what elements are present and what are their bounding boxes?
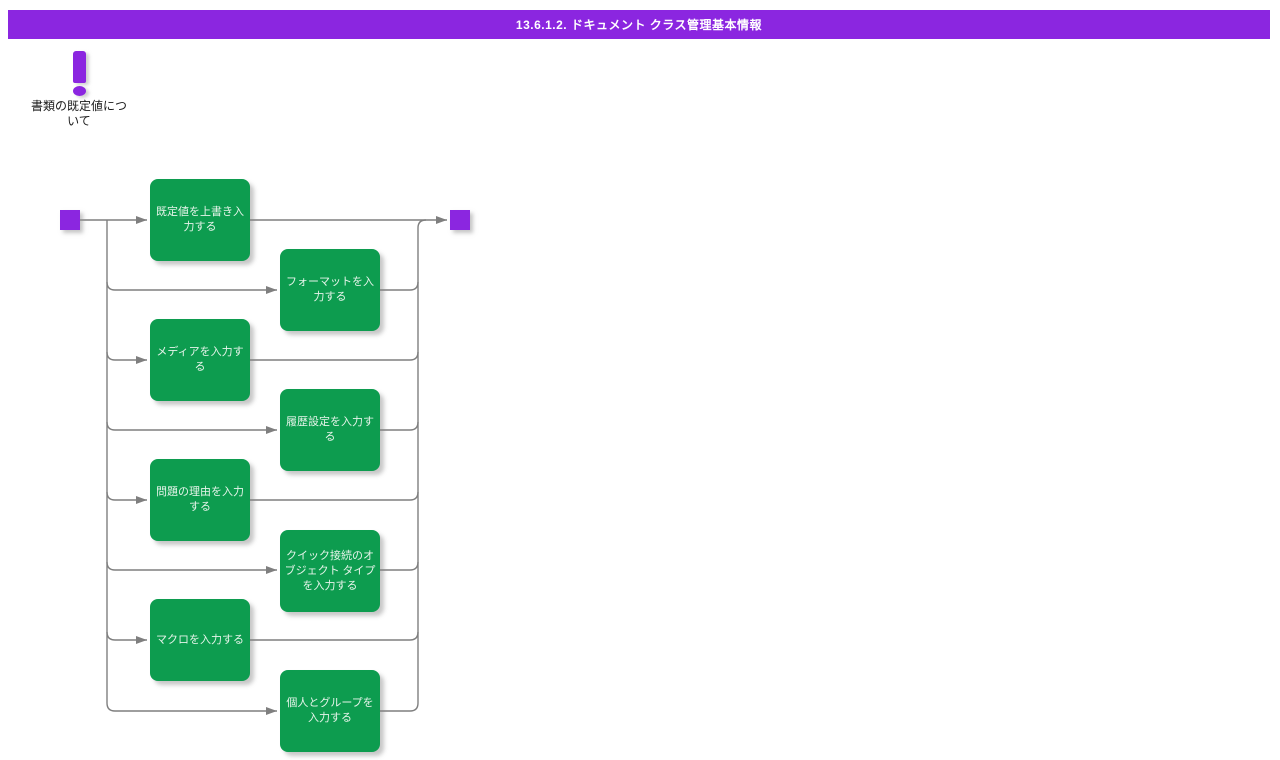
return-n3	[250, 351, 419, 361]
exclamation-icon	[66, 51, 92, 99]
return-n6	[380, 561, 419, 571]
exclamation-dot	[72, 86, 86, 96]
task-node-label: 既定値を上書き入力する	[156, 206, 244, 233]
diagram-title-bar: 13.6.1.2. ドキュメント クラス管理基本情報	[8, 10, 1270, 39]
branch-n3	[106, 351, 147, 364]
note-label: 書類の既定値について	[30, 99, 127, 128]
trunk-right	[417, 219, 427, 703]
task-node-label: マクロを入力する	[156, 633, 244, 646]
branch-n6	[106, 561, 277, 574]
return-n7	[250, 631, 419, 641]
branch-n7	[106, 631, 147, 644]
end-node	[450, 210, 470, 230]
return-n2	[380, 281, 419, 291]
task-node-label: 個人とグループを入力する	[286, 697, 374, 724]
return-n5	[250, 491, 419, 501]
task-node-label: 履歴設定を入力する	[286, 416, 374, 443]
task-node-label: メディアを入力する	[156, 346, 244, 373]
exclamation-bar	[72, 51, 86, 83]
task-node-label: フォーマットを入力する	[286, 276, 374, 303]
task-node-macro[interactable]: マクロを入力する	[150, 599, 250, 681]
task-node-quick-connect-object-type[interactable]: クイック接続のオブジェクト タイプを入力する	[280, 530, 380, 612]
start-node	[60, 210, 80, 230]
connector-paths	[80, 216, 447, 715]
task-node-format[interactable]: フォーマットを入力する	[280, 249, 380, 331]
task-node-label: クイック接続のオブジェクト タイプを入力する	[284, 549, 376, 592]
trunk-left	[106, 220, 277, 715]
branch-n4	[106, 421, 277, 434]
branch-n5	[106, 491, 147, 504]
return-n8	[380, 702, 419, 712]
task-node-history-settings[interactable]: 履歴設定を入力する	[280, 389, 380, 471]
branch-n2	[106, 281, 277, 294]
task-node-label: 問題の理由を入力する	[156, 486, 244, 513]
task-node-media[interactable]: メディアを入力する	[150, 319, 250, 401]
task-node-overwrite-defaults[interactable]: 既定値を上書き入力する	[150, 179, 250, 261]
page-title: 13.6.1.2. ドキュメント クラス管理基本情報	[515, 18, 763, 32]
return-n4	[380, 421, 419, 431]
task-node-problem-reason[interactable]: 問題の理由を入力する	[150, 459, 250, 541]
task-node-people-and-groups[interactable]: 個人とグループを入力する	[280, 670, 380, 752]
